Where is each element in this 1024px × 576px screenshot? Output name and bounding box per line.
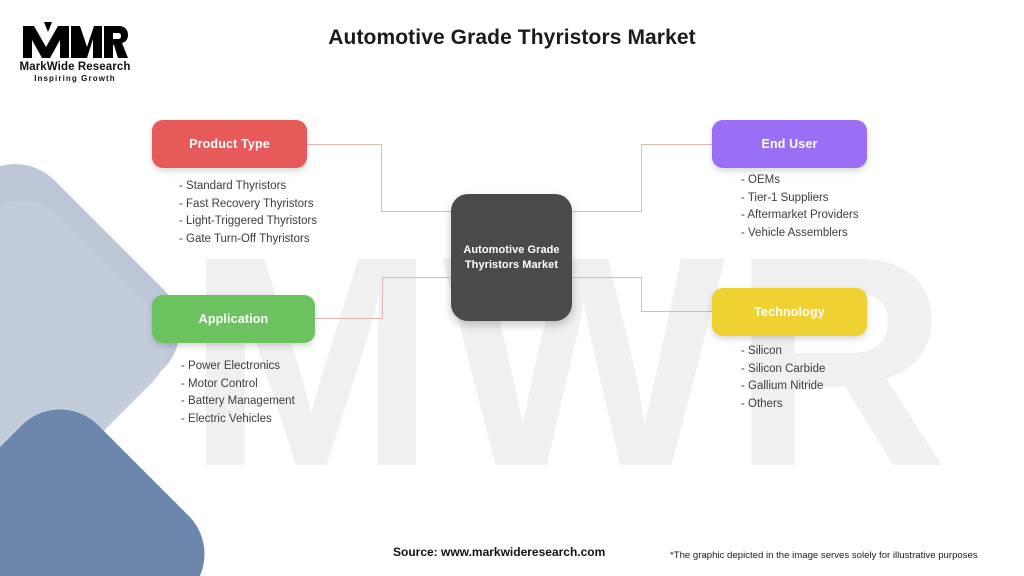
brand-logo: MarkWide Research Inspiring Growth xyxy=(14,20,136,83)
disclaimer-label: *The graphic depicted in the image serve… xyxy=(670,550,978,561)
list-product-type: - Standard Thyristors - Fast Recovery Th… xyxy=(179,178,317,248)
node-end-user-label: End User xyxy=(761,137,818,151)
connector-technology-h2 xyxy=(641,311,714,313)
list-item: - Silicon Carbide xyxy=(741,362,826,375)
connector-technology-h1 xyxy=(566,277,642,279)
page-title: Automotive Grade Thyristors Market xyxy=(328,26,696,49)
list-item: - Fast Recovery Thyristors xyxy=(179,197,314,210)
node-product-type-label: Product Type xyxy=(189,137,270,151)
node-technology[interactable]: Technology xyxy=(712,288,867,336)
connector-end-user-v xyxy=(641,144,643,212)
center-node-line-1: Automotive Grade xyxy=(463,243,560,256)
list-item: - Motor Control xyxy=(181,377,258,390)
list-item: - Silicon xyxy=(741,345,782,357)
list-item: - Others xyxy=(741,397,783,410)
node-end-user[interactable]: End User xyxy=(712,120,867,168)
node-application-label: Application xyxy=(198,312,269,326)
node-application[interactable]: Application xyxy=(152,295,315,343)
list-item: - Aftermarket Providers xyxy=(741,209,859,222)
list-application: - Power Electronics - Motor Control - Ba… xyxy=(181,358,295,428)
list-item: - Gallium Nitride xyxy=(741,380,824,393)
list-item: - Standard Thyristors xyxy=(179,180,287,192)
list-item: - Power Electronics xyxy=(181,360,281,372)
center-node-line-2: Thyristors Market xyxy=(464,258,559,271)
connector-application-v xyxy=(382,277,384,319)
brand-name: MarkWide Research xyxy=(19,61,131,73)
connector-product-type-v xyxy=(381,144,383,212)
center-node-text: Automotive Grade Thyristors Market xyxy=(463,243,559,273)
mwr-logo-icon xyxy=(23,22,128,58)
node-product-type[interactable]: Product Type xyxy=(152,120,307,168)
connector-end-user-h2 xyxy=(641,144,713,146)
connector-end-user-h1 xyxy=(566,211,642,213)
list-item: - Light-Triggered Thyristors xyxy=(179,215,318,228)
list-item: - OEMs xyxy=(741,174,780,186)
brand-tagline: Inspiring Growth xyxy=(34,74,116,83)
center-node[interactable]: Automotive Grade Thyristors Market xyxy=(451,194,572,321)
connector-application-h1 xyxy=(315,318,383,320)
list-item: - Electric Vehicles xyxy=(181,412,272,425)
list-item: - Vehicle Assemblers xyxy=(741,226,848,239)
list-technology: - Silicon - Silicon Carbide - Gallium Ni… xyxy=(741,343,825,413)
source-label: Source: www.markwideresearch.com xyxy=(393,545,606,559)
list-item: - Battery Management xyxy=(181,395,295,408)
connector-application-h2 xyxy=(382,277,458,279)
connector-product-type-h1 xyxy=(307,144,382,146)
connector-product-type-h2 xyxy=(381,211,457,213)
list-item: - Tier-1 Suppliers xyxy=(741,191,829,204)
node-technology-label: Technology xyxy=(754,305,825,319)
connector-technology-v xyxy=(641,277,643,312)
list-end-user: - OEMs - Tier-1 Suppliers - Aftermarket … xyxy=(741,172,859,242)
list-item: - Gate Turn-Off Thyristors xyxy=(179,232,310,245)
